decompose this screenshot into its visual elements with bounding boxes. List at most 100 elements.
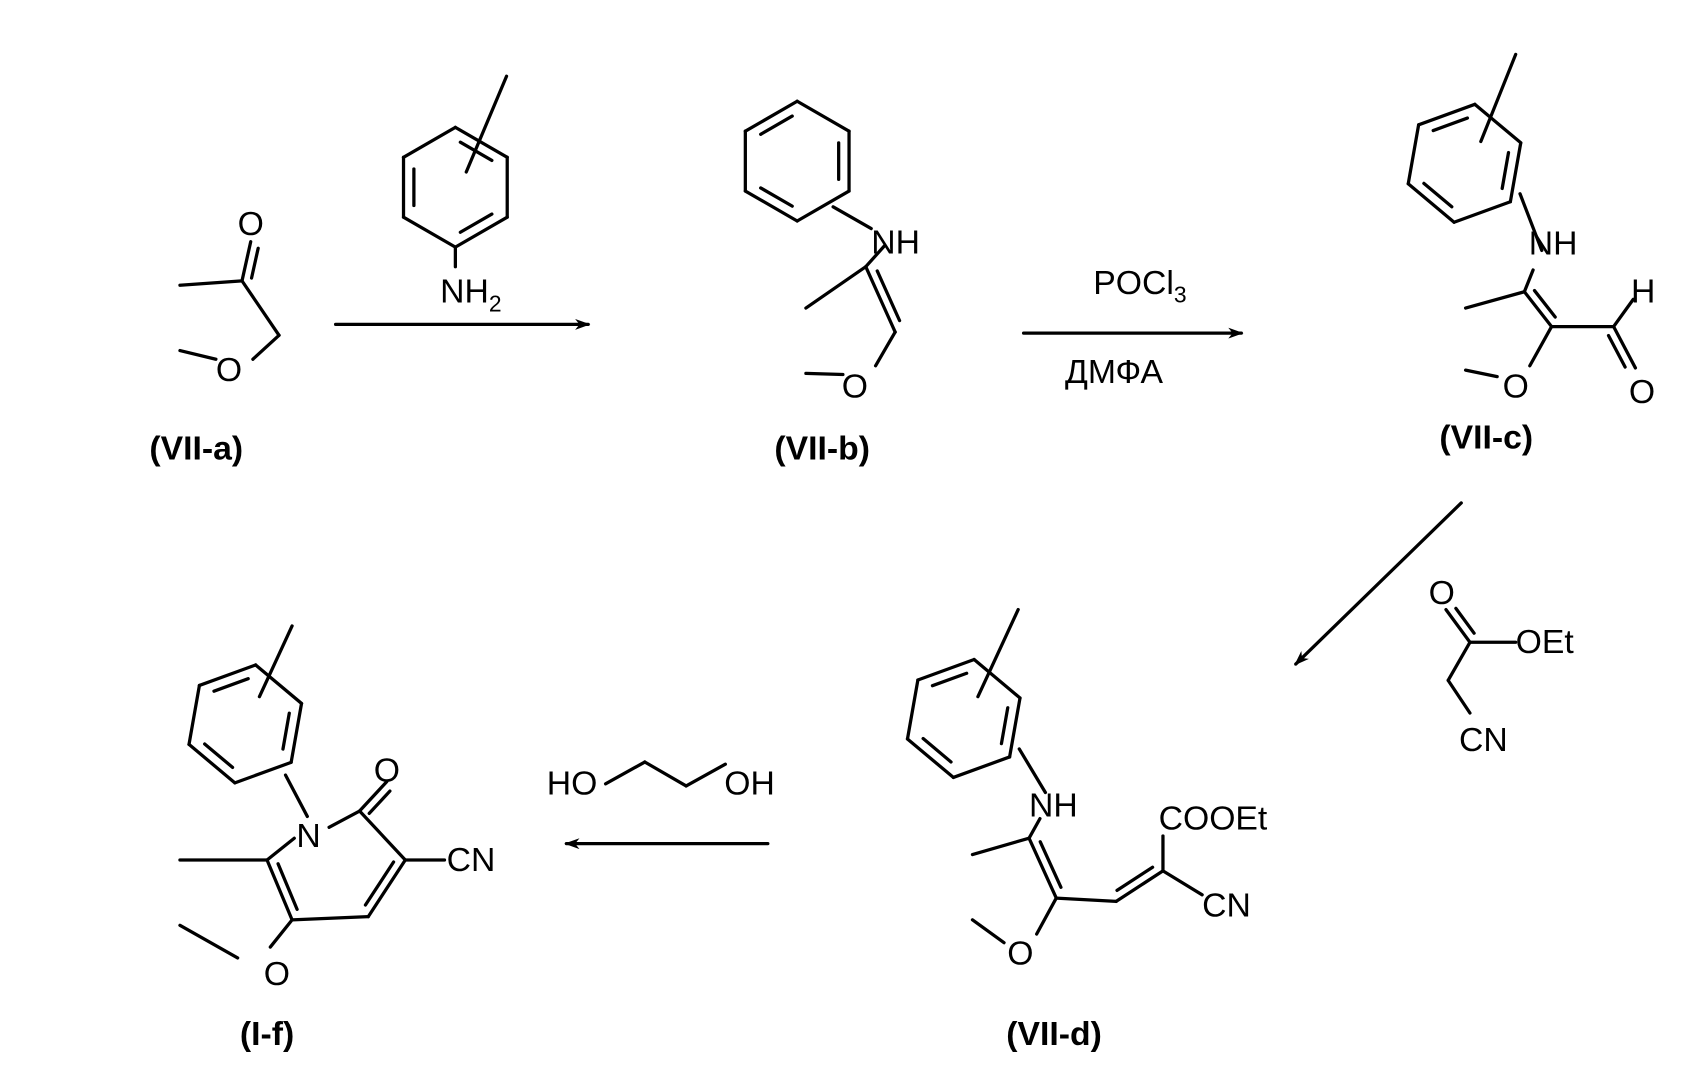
bond [1524, 270, 1533, 292]
double-bond [252, 248, 259, 278]
atom-OEt: OEt [1516, 623, 1575, 661]
bond [368, 860, 405, 917]
bond [1448, 680, 1470, 713]
atom-O: O [1429, 574, 1455, 612]
atom-H: H [1631, 273, 1655, 311]
bond [806, 267, 866, 308]
compound-label-vii-c: (VII-c) [1439, 419, 1533, 457]
bond [806, 373, 843, 374]
double-bond [1040, 842, 1061, 888]
subscript: 3 [1174, 282, 1187, 308]
bond [833, 207, 871, 229]
atom-COOEt: COOEt [1159, 800, 1268, 838]
atom-CN: CN [1459, 721, 1508, 759]
aromatic-bond [205, 744, 233, 767]
subscript: 2 [489, 290, 502, 316]
bond [180, 351, 216, 360]
bond [606, 762, 645, 784]
atom-O-carbonyl: O [374, 752, 400, 790]
atom-O-ring: O [1503, 367, 1529, 405]
aromatic-bond [1424, 183, 1452, 206]
compound-label-vii-b: (VII-b) [774, 429, 870, 467]
bond [180, 925, 238, 958]
bond [242, 281, 279, 335]
reagent-ethyl-cyanoacetate: O OEtCN [1429, 574, 1575, 759]
atom-N: N [296, 817, 320, 855]
compound-vii-d: ONHCOOEtCN(VII-d) [907, 610, 1267, 1053]
ring-bond [797, 191, 849, 221]
compound-vii-c: O NH H O (VII-c) [1296, 54, 1656, 664]
bond [286, 775, 308, 816]
atom-CN: CN [447, 841, 496, 879]
double-bond [278, 864, 297, 910]
atom-O-ring: O [842, 367, 868, 405]
bond [270, 920, 292, 947]
atom-O-ring: O [1007, 934, 1033, 972]
step-cyclization: HO OH [547, 762, 775, 844]
bond [1037, 898, 1057, 934]
compound-vii-b: O NH (VII-b) [745, 101, 920, 467]
ring-bond [404, 217, 456, 247]
bond [686, 764, 725, 786]
bond [259, 626, 292, 697]
atom-NH: NH [871, 224, 920, 262]
reagent-dmfa: ДМФА [1065, 353, 1163, 391]
bond [329, 811, 359, 827]
bond [1056, 898, 1116, 901]
ring-bond [235, 762, 291, 782]
double-bond [1535, 291, 1556, 317]
ring-bond [953, 757, 1009, 777]
bond [1446, 610, 1470, 643]
aromatic-bond [283, 713, 289, 749]
bond [180, 281, 242, 285]
ring-bond [1419, 104, 1475, 124]
bond [1614, 327, 1636, 368]
bond [1466, 292, 1525, 308]
ring-bond [797, 101, 849, 131]
aromatic-bond [932, 673, 966, 685]
compound-vii-a: O O (VII-a) [149, 205, 279, 467]
bond [292, 917, 368, 920]
reagent-OH: OH [724, 765, 775, 803]
step-vilsmeier: POCl3ДМФА [1024, 264, 1242, 391]
aromatic-bond [1001, 708, 1007, 744]
reagent-HO: HO [547, 765, 598, 803]
bond [978, 610, 1018, 697]
aromatic-bond [923, 739, 951, 762]
ring-bond [256, 665, 302, 703]
compound-i-f: O N O CN (I-f) [180, 626, 495, 1053]
bond [1448, 642, 1470, 680]
bond [972, 920, 1004, 943]
ring-bond [918, 660, 974, 680]
bond [1481, 54, 1516, 141]
atom-O-ring: O [264, 955, 290, 993]
reagent-aniline: NH2 [336, 76, 589, 324]
ring-bond [404, 127, 456, 157]
atom-O-carbonyl: O [238, 205, 264, 243]
ring-bond [1454, 202, 1510, 222]
aromatic-bond [214, 679, 248, 691]
aromatic-bond [1502, 153, 1508, 189]
bond [267, 838, 294, 860]
bond [645, 762, 686, 786]
bond [972, 838, 1029, 854]
atom-O-aldehyde: O [1629, 373, 1655, 411]
bond [1530, 327, 1552, 366]
ring-bond [189, 685, 199, 744]
reagent-nh2: NH2 [440, 273, 501, 317]
reagent-pocl3: POCl3 [1093, 264, 1186, 308]
atom-O-ring: O [216, 351, 242, 389]
double-bond [1117, 867, 1153, 890]
compound-label-i-f: (I-f) [240, 1015, 294, 1053]
bond [1163, 871, 1202, 895]
atom-NH: NH [1029, 786, 1078, 824]
aromatic-bond [1433, 118, 1467, 130]
compound-label-vii-a: (VII-a) [149, 429, 243, 467]
ring-bond [291, 703, 301, 762]
atom-NH: NH [1529, 225, 1578, 263]
atom-CN: CN [1202, 887, 1251, 925]
bond [1466, 370, 1498, 377]
ring-bond [1408, 125, 1418, 184]
bond [242, 242, 251, 281]
